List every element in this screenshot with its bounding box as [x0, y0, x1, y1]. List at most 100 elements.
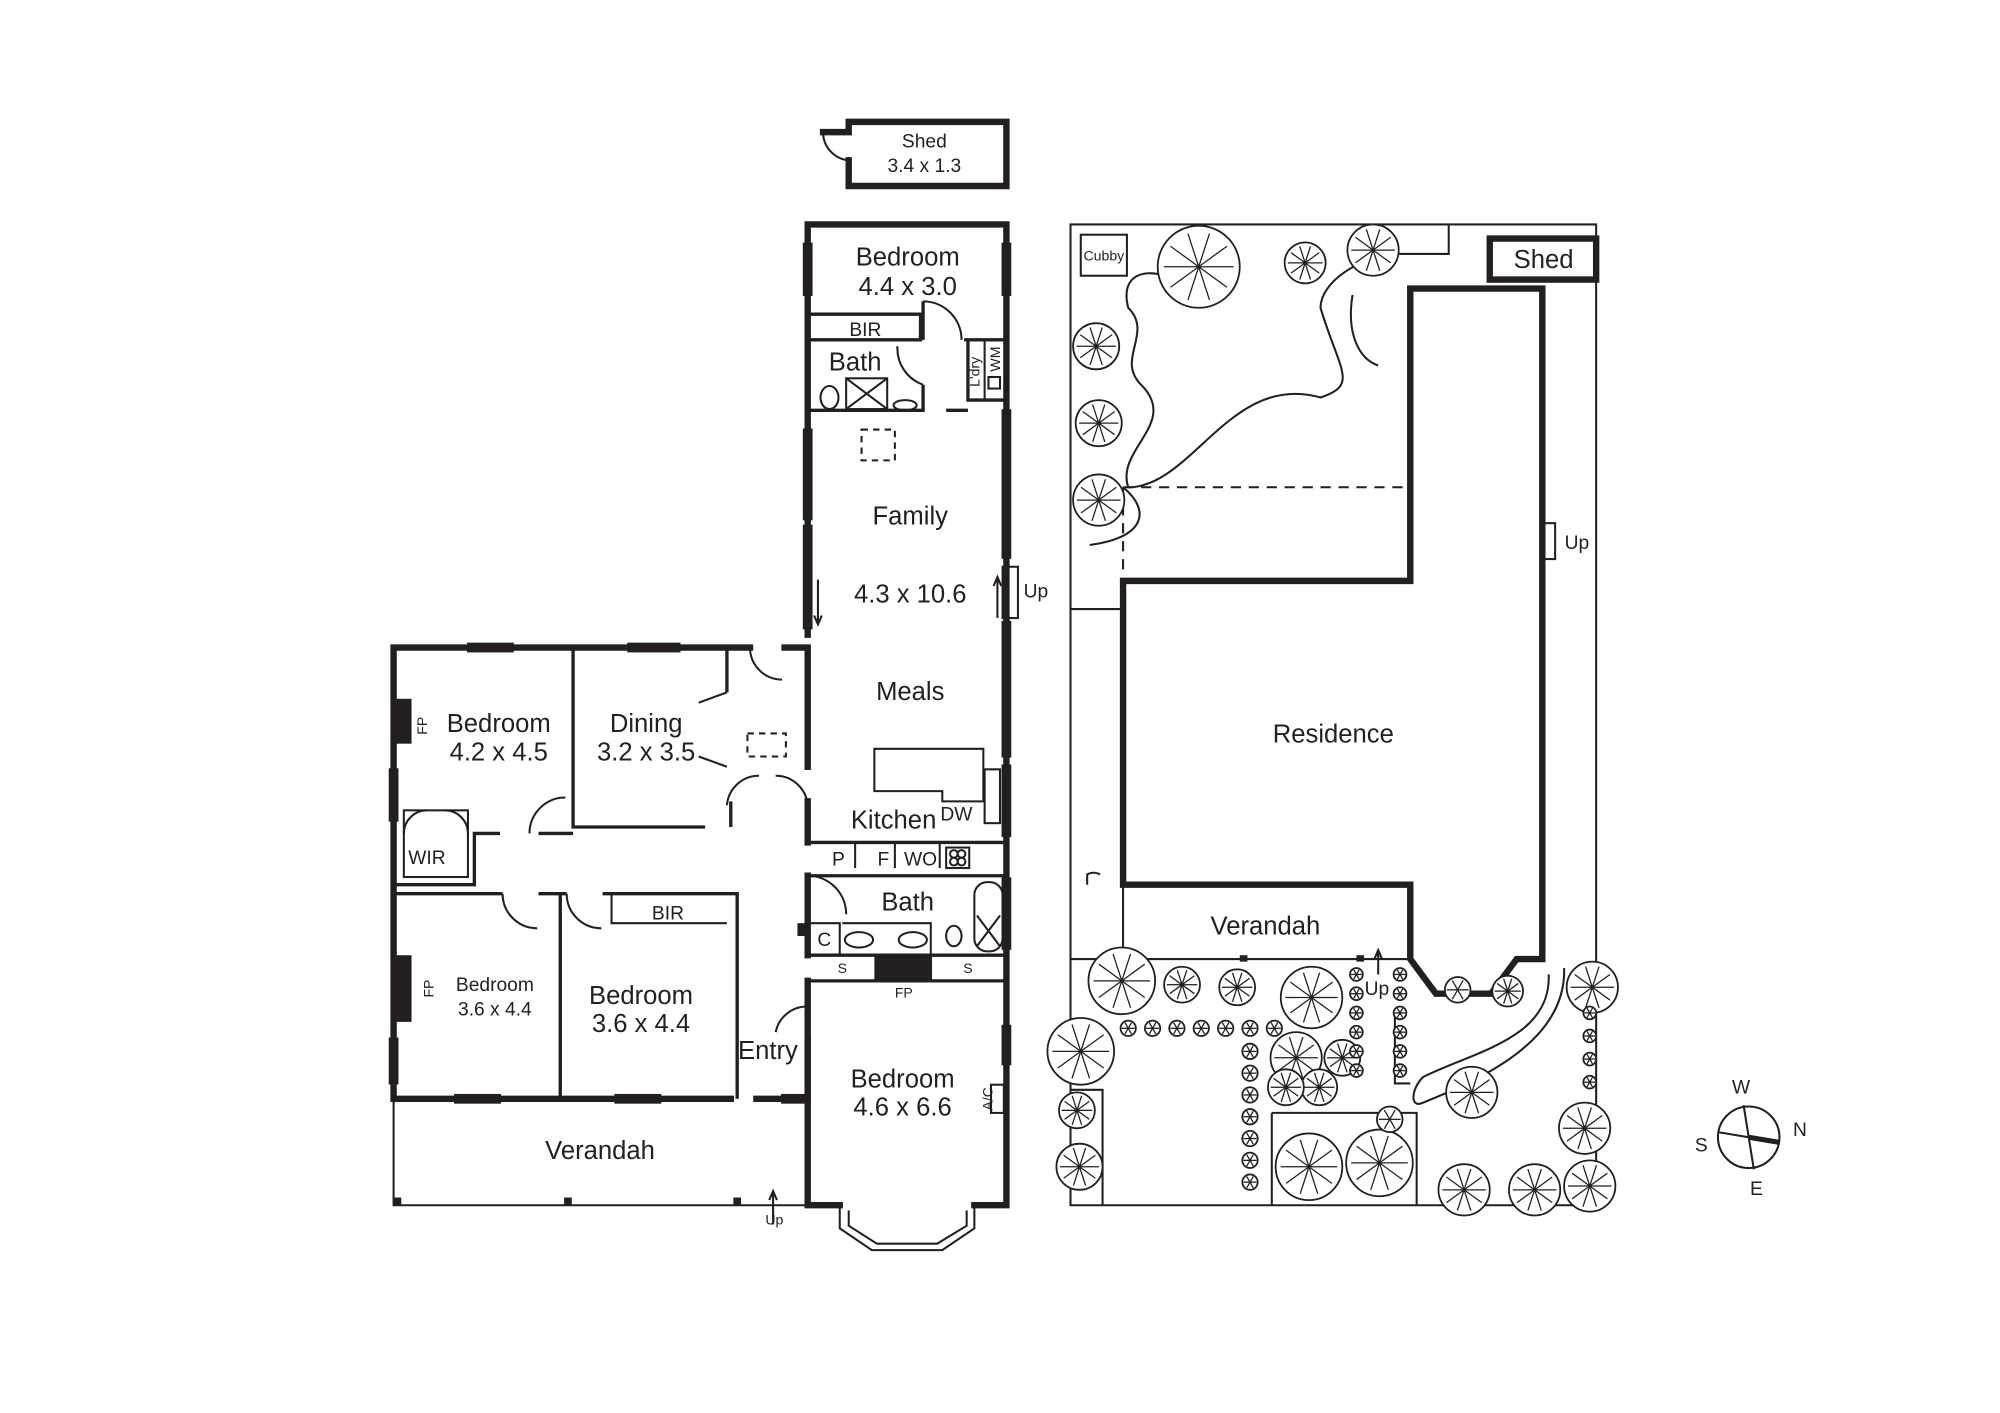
tree-branch: [1589, 1012, 1594, 1018]
tree-branch: [1353, 1012, 1357, 1018]
pantry-label: P: [832, 849, 845, 870]
tree-branch: [1370, 1135, 1381, 1164]
tree-branch: [1372, 249, 1381, 272]
tree-branch: [1577, 1107, 1586, 1129]
tree-branch: [1379, 1162, 1403, 1181]
bir-north-label: BIR: [849, 320, 881, 341]
tree-branch: [1589, 1172, 1608, 1187]
tree-branch: [1329, 1048, 1343, 1059]
tree-branch: [1534, 1168, 1542, 1191]
tree-branch: [1582, 1165, 1591, 1187]
fp-west-label: FP: [414, 717, 430, 735]
ac-label: A/C: [979, 1087, 995, 1110]
up-side: Up: [1565, 533, 1590, 554]
tree-branch: [1507, 978, 1513, 992]
compass-north: N: [1793, 1120, 1807, 1141]
tree-branch: [1173, 1022, 1178, 1029]
tree-branch: [1370, 1162, 1381, 1191]
tree-branch: [1302, 972, 1313, 998]
tree-branch: [1496, 982, 1509, 992]
tree-branch: [1224, 977, 1238, 988]
tree-branch: [1290, 262, 1306, 274]
tree-branch: [1280, 1087, 1287, 1102]
tree-branch: [1285, 1086, 1299, 1097]
tree-branch: [1187, 266, 1200, 301]
house-walls: [388, 221, 1019, 1252]
tree-branch: [1076, 1109, 1090, 1120]
tree-branch: [1355, 1046, 1360, 1052]
family-size: 4.3 x 10.6: [854, 581, 967, 609]
tree-branch: [1079, 1166, 1096, 1179]
tree-branch: [1295, 1044, 1315, 1059]
tree-branch: [1249, 1110, 1254, 1118]
tree-branch: [1446, 1189, 1465, 1204]
tree-branch: [1464, 1092, 1473, 1114]
bedroom-sw-label: Bedroom: [456, 975, 534, 996]
tree-branch: [1246, 1072, 1251, 1080]
tree-branch: [1399, 1031, 1404, 1038]
tree-branch: [1098, 404, 1106, 424]
tree-branch: [1249, 1176, 1254, 1183]
tree-branch: [1173, 1027, 1178, 1035]
tree-branch: [1249, 1138, 1254, 1145]
tree-branch: [1290, 252, 1306, 264]
tree-branch: [1355, 974, 1360, 980]
tree-branch: [1451, 989, 1459, 1000]
tree-branch: [1396, 1070, 1401, 1076]
tree-branch: [1463, 1189, 1483, 1204]
tree-branch: [1503, 978, 1509, 992]
tree-branch: [1064, 1100, 1078, 1111]
tree-branch: [1589, 1185, 1608, 1200]
tree-branch: [1080, 1024, 1091, 1052]
tree-branch: [1589, 1165, 1598, 1187]
bedroom-west-size: 4.2 x 4.5: [450, 738, 548, 766]
tree-branch: [1329, 1057, 1343, 1068]
tree-branch: [1310, 997, 1321, 1023]
tree-branch: [1308, 1139, 1319, 1167]
tree-branch: [1057, 1034, 1082, 1052]
tree-branch: [1249, 1067, 1254, 1074]
tree-branch: [1399, 1051, 1404, 1057]
tree-branch: [1071, 1110, 1078, 1126]
tree-branch: [1152, 1027, 1157, 1035]
tree-branch: [1389, 1118, 1396, 1130]
tree-branch: [1383, 1118, 1391, 1130]
tree-branch: [1285, 1072, 1292, 1088]
tree-branch: [1353, 1051, 1357, 1057]
tree-branch: [1249, 1088, 1254, 1096]
tree-branch: [1127, 1022, 1133, 1029]
tree-branch: [1249, 1045, 1254, 1052]
tree-branch: [1076, 1110, 1083, 1126]
tree-branch: [1399, 988, 1404, 995]
tree-branch: [1285, 1077, 1299, 1088]
dw-label: DW: [940, 805, 973, 826]
tree-branch: [1124, 1027, 1129, 1035]
tree-branch: [1456, 1189, 1465, 1211]
tree-branch: [1080, 1051, 1091, 1079]
tree-branch: [1589, 1058, 1594, 1065]
tree-branch: [1311, 997, 1334, 1014]
tree-branch: [1080, 499, 1100, 514]
site-verandah-label: Verandah: [1211, 913, 1321, 941]
tree-branch: [1278, 1044, 1297, 1059]
tree-branch: [1176, 1027, 1181, 1035]
tree-branch: [1080, 1034, 1105, 1052]
tree-branch: [1356, 1162, 1380, 1181]
tree-branch: [1399, 1012, 1404, 1018]
site-plan: Cubby Shed Residence Verandah Up Up: [1046, 223, 1619, 1217]
bedroom-mid-size: 3.6 x 4.4: [592, 1010, 690, 1038]
tree-branch: [1273, 1027, 1279, 1035]
tree-branch: [1396, 1031, 1401, 1038]
tree-branch: [1355, 1065, 1360, 1071]
tree-branch: [1355, 249, 1374, 264]
tree-branch: [1071, 1051, 1082, 1079]
tree-branch: [1246, 1051, 1251, 1058]
tree-branch: [1246, 1160, 1251, 1167]
tree-branch: [1095, 345, 1113, 359]
verandah-label: Verandah: [545, 1137, 655, 1165]
tree-branch: [1584, 1107, 1592, 1129]
fp-sw-label: FP: [420, 980, 436, 998]
tree-branch: [1336, 1057, 1343, 1073]
tree-branch: [1318, 1086, 1332, 1097]
